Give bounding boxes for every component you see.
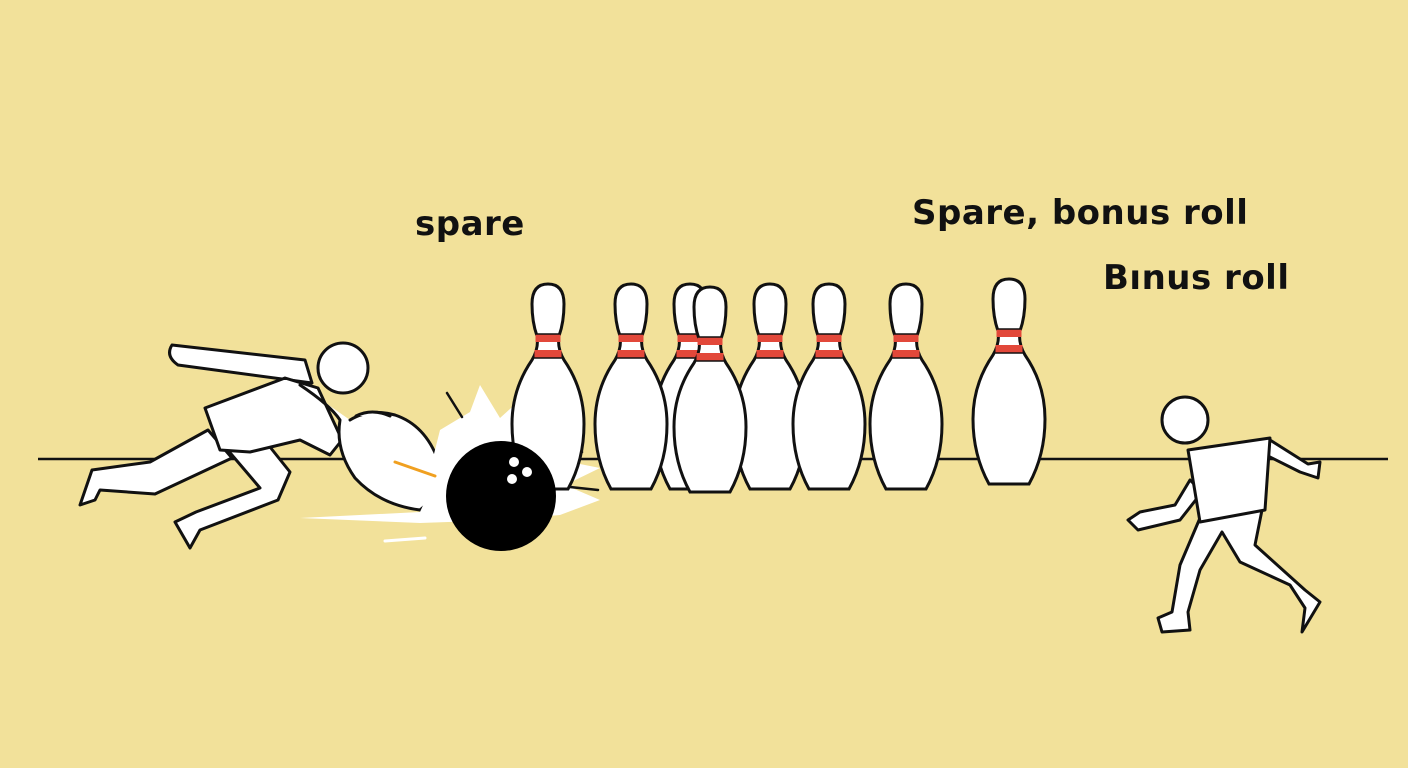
bowling-pin-icon (593, 282, 669, 491)
bowling-ball-icon (446, 441, 556, 551)
label-spare: spare (415, 204, 525, 244)
bowling-pin-icon (791, 282, 867, 491)
bowler-left-icon (78, 341, 440, 550)
label-spare-bonus-roll: Spare, bonus roll (912, 193, 1249, 233)
bowling-pin-icon (971, 277, 1047, 486)
bowling-pin-icon (732, 282, 808, 491)
bowler-right-icon (1126, 395, 1322, 634)
bowling-pin-icon (868, 282, 944, 491)
label-bonus-roll: Bınus roll (1103, 258, 1290, 298)
